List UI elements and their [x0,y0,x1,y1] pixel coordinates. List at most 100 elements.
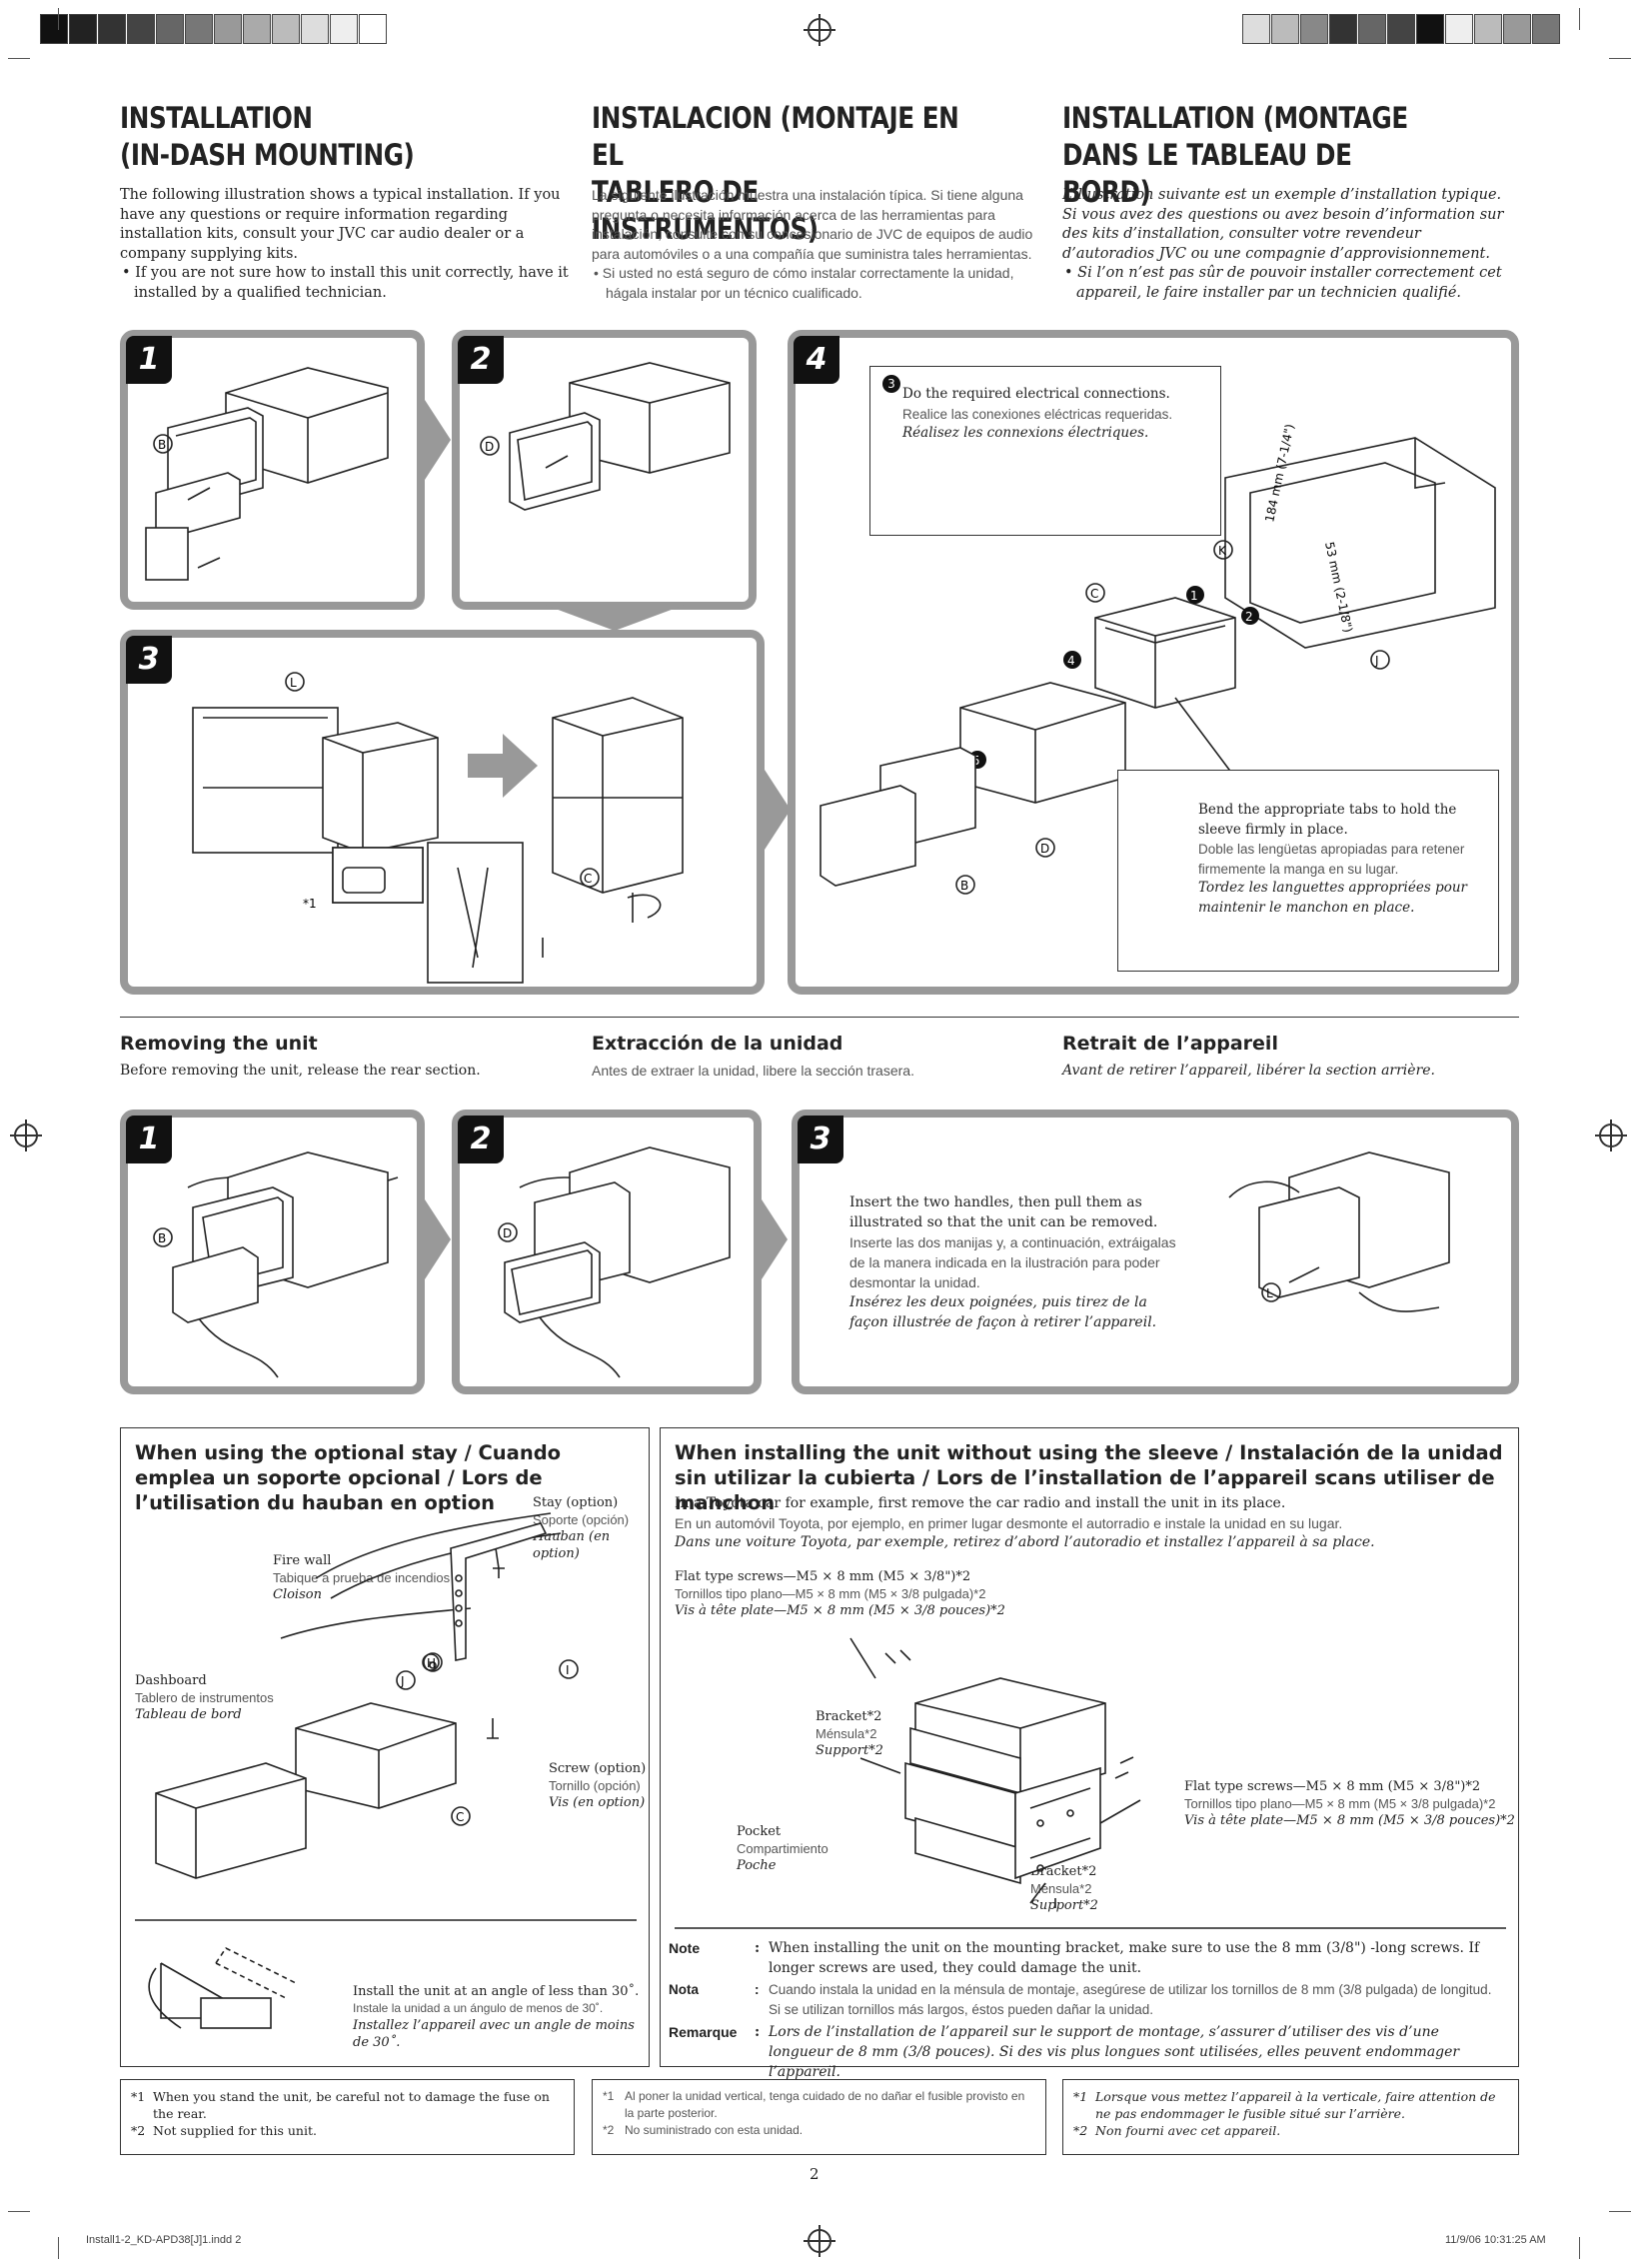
color-swatch [40,14,68,44]
remove-step-3-illustration: L [1228,1151,1450,1312]
callout-letter-b: B [158,438,166,452]
nosleeve-intro: In a Toyota car for example, first remov… [675,1494,1504,1553]
label-dash-fr: Tableau de bord [135,1707,242,1722]
color-swatch [1532,14,1560,44]
step-badge: 2 [1245,610,1253,624]
callout-letter-c: C [1090,587,1098,601]
removing-title-es: Extracción de la unidad [592,1033,843,1055]
color-swatch [1358,14,1386,44]
callout-text-fr: Tordez les languettes appropriées pour m… [1198,880,1467,916]
removing-sub-en: Before removing the unit, release the re… [120,1063,481,1079]
callout-tabs: Bend the appropriate tabs to hold the sl… [1117,770,1499,972]
color-swatch [1474,14,1502,44]
label-screws-right: Flat type screws—M5 × 8 mm (M5 × 3/8")*2… [1184,1778,1515,1829]
note-key: Remarque [669,2024,738,2040]
angle-text-en: Install the unit at an angle of less tha… [353,1984,640,1999]
label-screws-fr: Vis à tête plate—M5 × 8 mm (M5 × 3/8 pou… [675,1603,1005,1618]
label-screw-fr: Vis (en option) [549,1795,646,1810]
nosleeve-title: When installing the unit without using t… [675,1441,1503,1514]
label-screws-es: Tornillos tipo plano—M5 × 8 mm (M5 × 3/8… [675,1586,986,1601]
divider [120,1017,1519,1018]
title-en: INSTALLATION (IN-DASH MOUNTING) [120,100,494,174]
stay-title: When using the optional stay / Cuando em… [135,1441,562,1514]
arrow-down [545,605,685,631]
handles-text-es: Inserte las dos manijas y, a continuació… [849,1234,1176,1290]
label-bracket-es: Ménsula*2 [816,1726,877,1741]
crop-mark [1609,58,1631,59]
color-swatch [1445,14,1473,44]
note-colon: : [755,1940,761,1956]
callout-text-es: Doble las lengüetas apropiadas para rete… [1198,842,1465,877]
removing-sub-fr: Avant de retirer l’appareil, libérer la … [1062,1063,1435,1079]
stay-illustration: H I J C [135,1512,637,2029]
note-text: Cuando instala la unidad en la ménsula d… [769,1982,1492,2017]
install-step-4-panel: 4 3 Do the required electrical connectio… [788,330,1519,995]
title-line: DANS LE TABLEAU DE BORD) [1062,138,1352,209]
step-badge: 4 [1067,654,1075,668]
label-fire-en: Fire wall [273,1553,332,1568]
callout-letter-i: I [566,1663,570,1677]
color-swatch [359,14,387,44]
title-line: INSTALLATION [120,101,313,135]
footnote-mark: *2 [131,2123,146,2138]
crop-mark [8,58,30,59]
removing-sub-es: Antes de extraer la unidad, libere la se… [592,1063,914,1079]
step-number: 1 [126,1116,172,1163]
note-en: Note : When installing the unit on the m… [669,1938,1498,1978]
color-swatch [1503,14,1531,44]
color-bar-left [40,14,388,44]
color-swatch [98,14,126,44]
color-swatch [1300,14,1328,44]
color-swatch [1416,14,1444,44]
nosleeve-intro-fr: Dans une voiture Toyota, par exemple, re… [675,1534,1375,1550]
page-number: 2 [810,2165,820,2183]
color-swatch [214,14,242,44]
note-text: When installing the unit on the mounting… [769,1940,1480,1976]
angle-text: Install the unit at an angle of less tha… [353,1983,649,2051]
step-number: 1 [126,336,172,384]
footnote-text: Not supplied for this unit. [153,2123,317,2138]
color-swatch [301,14,329,44]
callout-letter-l: L [290,676,297,690]
label-stay: Stay (option) Soporte (opción) Hauban (e… [533,1494,649,1562]
color-swatch [156,14,184,44]
angle-text-fr: Installez l’appareil avec un angle de mo… [353,2018,635,2050]
step-number: 2 [458,336,504,384]
intro-bullet: Si usted no está seguro de cómo instalar… [603,264,1051,303]
footnote-text: No suministrado con esta unidad. [625,2123,804,2137]
slug-filename: Install1-2_KD-APD38[J]1.indd 2 [86,2234,242,2246]
intro-body: L’illustration suivante est un exemple d… [1062,187,1504,262]
label-dashboard: Dashboard Tablero de instrumentos Tablea… [135,1672,274,1723]
step-1-illustration: B [145,367,389,581]
label-stay-fr: Hauban (en option) [533,1529,611,1561]
footnote-mark: *2 [603,2123,615,2137]
label-screws-en: Flat type screws—M5 × 8 mm (M5 × 3/8")*2 [1184,1779,1481,1794]
color-swatch [272,14,300,44]
remove-step-1-panel: 1 B [120,1110,425,1394]
title-line: INSTALLATION (MONTAGE [1062,101,1408,135]
callout-electrical: 3 Do the required electrical connections… [869,366,1221,536]
label-screws-top: Flat type screws—M5 × 8 mm (M5 × 3/8")*2… [675,1568,1005,1619]
label-pocket-en: Pocket [737,1824,782,1839]
footnote-text: Non fourni avec cet appareil. [1095,2123,1281,2138]
label-bracket-en: Bracket*2 [816,1709,882,1724]
handles-text-en: Insert the two handles, then pull them a… [849,1194,1158,1230]
color-swatch [1271,14,1299,44]
handles-text-fr: Insérez les deux poignées, puis tirez de… [849,1294,1157,1330]
callout-letter-c: C [456,1810,464,1824]
color-swatch [243,14,271,44]
color-swatch [1242,14,1270,44]
step-4-illustration: 184 mm (7-1/4") 53 mm (2-1/8") K C 1 2 J… [820,423,1496,895]
callout-text-en: Bend the appropriate tabs to hold the sl… [1198,802,1457,838]
note-colon: : [755,2024,761,2040]
remove-step-1-illustration: B [153,1151,399,1378]
angle-text-es: Instale la unidad a un ángulo de menos d… [353,2001,604,2015]
title-line: (IN-DASH MOUNTING) [120,138,415,172]
slug-date: 11/9/06 10:31:25 AM [1445,2234,1546,2246]
stay-box: When using the optional stay / Cuando em… [120,1427,650,2067]
step-number: 4 [794,336,839,384]
label-bracket-es: Ménsula*2 [1030,1881,1092,1896]
step-number: 3 [126,636,172,684]
nosleeve-box: When installing the unit without using t… [660,1427,1519,2080]
